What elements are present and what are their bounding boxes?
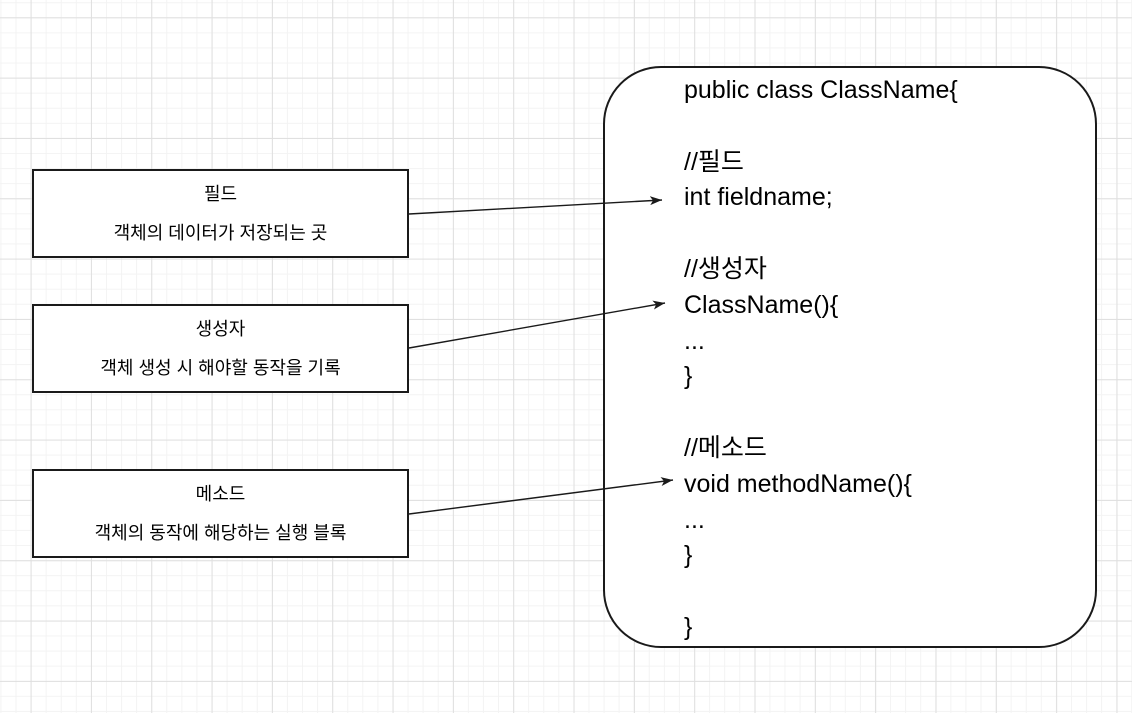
code-line: } <box>684 612 693 641</box>
code-line <box>684 109 1085 145</box>
code-line: } <box>684 362 693 391</box>
annotation-description: 객체의 데이터가 저장되는 곳 <box>113 223 328 243</box>
annotation-box-constructor[interactable]: 생성자 객체 생성 시 해야할 동작을 기록 <box>32 304 409 393</box>
code-line <box>684 395 1085 431</box>
code-line: //메소드 <box>684 433 767 462</box>
annotation-title: 메소드 <box>195 484 246 504</box>
code-line: //생성자 <box>684 254 767 283</box>
annotation-box-field[interactable]: 필드 객체의 데이터가 저장되는 곳 <box>32 169 409 258</box>
code-line: void methodName(){ <box>684 469 912 498</box>
code-line <box>684 574 1085 610</box>
code-line: ... <box>684 326 705 355</box>
class-definition-box[interactable]: public class ClassName{ //필드 int fieldna… <box>603 66 1097 648</box>
annotation-box-method[interactable]: 메소드 객체의 동작에 해당하는 실행 블록 <box>32 469 409 558</box>
code-line: public class ClassName{ <box>684 76 958 104</box>
code-line: ClassName(){ <box>684 290 839 319</box>
annotation-title: 필드 <box>203 184 238 204</box>
code-line <box>684 216 1085 252</box>
annotation-description: 객체의 동작에 해당하는 실행 블록 <box>94 523 347 543</box>
annotation-title: 생성자 <box>195 319 246 339</box>
code-line: ... <box>684 505 705 534</box>
code-line: int fieldname; <box>684 183 833 212</box>
code-line: } <box>684 541 693 570</box>
annotation-description: 객체 생성 시 해야할 동작을 기록 <box>100 358 341 378</box>
code-line: //필드 <box>684 147 744 176</box>
